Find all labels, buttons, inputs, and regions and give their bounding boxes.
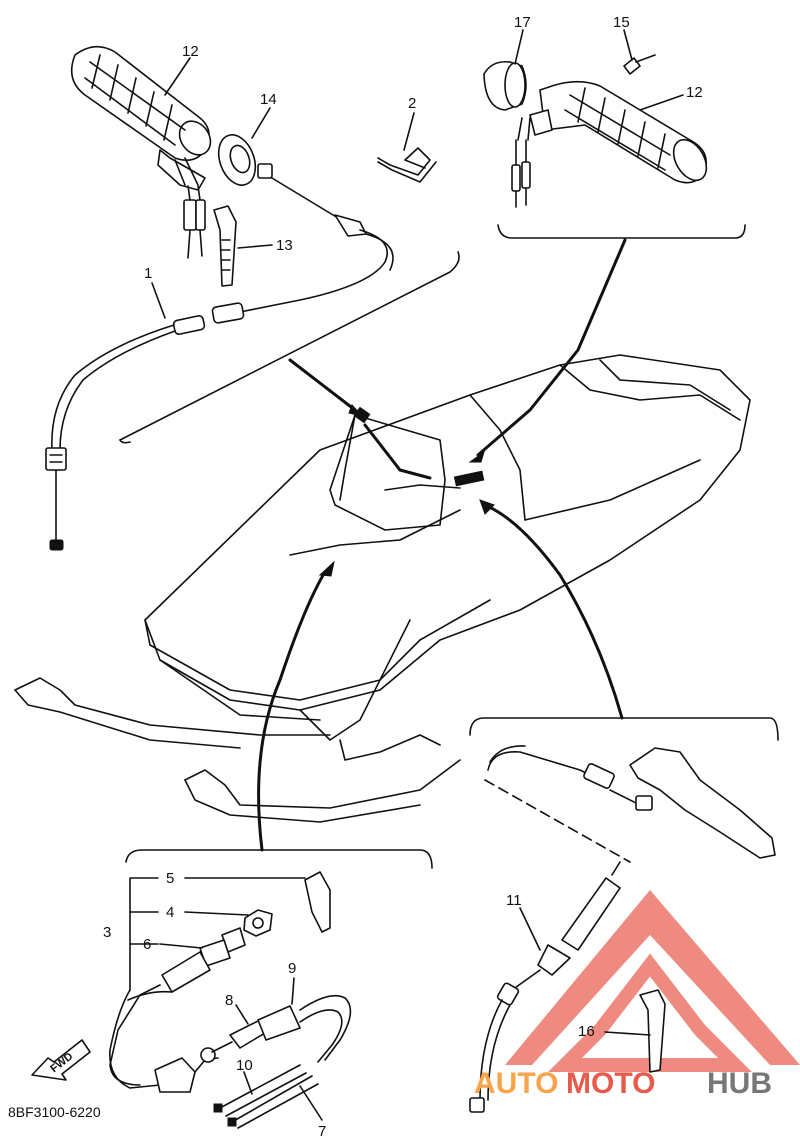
watermark-moto: MOTO	[566, 1067, 655, 1100]
switch-harness	[109, 984, 219, 1093]
collar-ring	[217, 134, 257, 186]
clip	[377, 147, 437, 183]
watermark-hub: HUB	[707, 1067, 772, 1100]
fwd-arrow-icon	[31, 1039, 91, 1081]
brake-cable	[469, 861, 621, 1113]
part-code: 8BF3100-6220	[8, 1104, 101, 1120]
wire-lead-10-7	[213, 1064, 319, 1129]
callout-6: 6	[143, 936, 151, 953]
screw	[623, 54, 656, 75]
grip-right	[511, 80, 708, 208]
throttle-cable	[45, 163, 394, 551]
grip-left	[70, 45, 212, 191]
callout-15: 15	[613, 14, 630, 31]
cable-tie-16	[639, 989, 666, 1073]
group-left-handlebar	[119, 251, 460, 444]
callout-17: 17	[514, 14, 531, 31]
callout-4: 4	[166, 904, 174, 921]
leader-lines	[151, 29, 684, 1121]
group-right-handlebar	[468, 224, 746, 463]
nut	[243, 909, 273, 937]
callout-16: 16	[578, 1023, 595, 1040]
callout-9: 9	[288, 960, 296, 977]
switch-bracket	[304, 871, 331, 933]
callout-3: 3	[103, 924, 111, 941]
callout-1: 1	[144, 265, 152, 282]
snowmobile-body	[14, 354, 751, 823]
watermark-text: AUTO MOTO HUB	[474, 1067, 772, 1100]
kill-switch	[127, 927, 246, 1001]
callout-12-right: 12	[686, 84, 703, 101]
switch-8-9	[211, 994, 352, 1063]
callout-5: 5	[166, 870, 174, 887]
callout-2: 2	[408, 95, 416, 112]
callout-10: 10	[236, 1057, 253, 1074]
callout-13: 13	[276, 237, 293, 254]
callout-14: 14	[260, 91, 277, 108]
cable-tie	[213, 205, 237, 287]
wire-connectors-left	[183, 185, 206, 259]
group-kill-switch	[109, 560, 433, 1089]
callout-11: 11	[506, 892, 522, 909]
callout-12-left: 12	[182, 43, 199, 60]
callout-8: 8	[225, 992, 233, 1009]
watermark-auto: AUTO	[474, 1067, 558, 1100]
group-brake-lever	[469, 499, 779, 863]
callout-7: 7	[318, 1123, 326, 1140]
watermark-logo	[505, 890, 800, 1072]
callouts: 12 14 2 13 1 17 15 12 5 4 3 6 9 8 10 7 1…	[103, 14, 703, 1140]
brake-lever	[487, 745, 776, 859]
end-cap	[483, 60, 527, 111]
